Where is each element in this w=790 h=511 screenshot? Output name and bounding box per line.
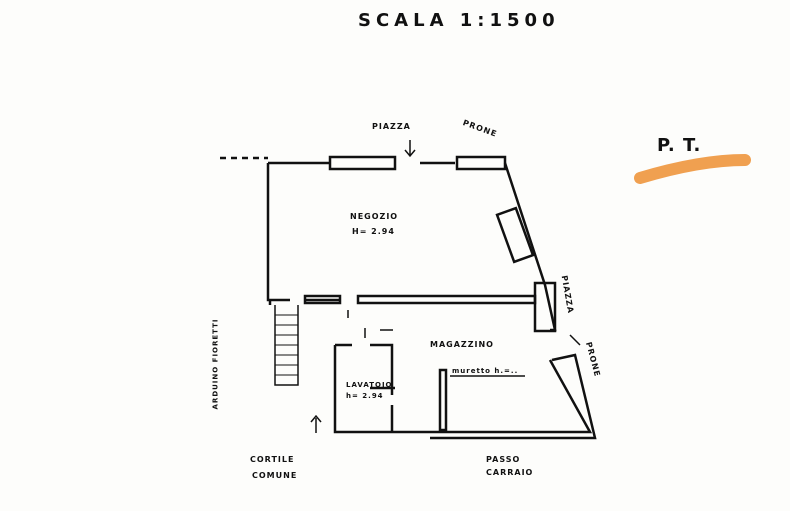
label-side-street: ARDUINO FIORETTI xyxy=(211,318,220,410)
magazzino-walls xyxy=(333,343,593,434)
label-negozio: NEGOZIO xyxy=(350,212,399,221)
label-lavatoio-height: h= 2.94 xyxy=(346,392,384,400)
label-passo: PASSO xyxy=(486,455,521,464)
label-muretto: muretto h.=.. xyxy=(452,367,519,375)
label-magazzino: MAGAZZINO xyxy=(430,340,494,349)
label-carraio: CARRAIO xyxy=(486,468,534,477)
negozio-walls xyxy=(266,161,557,332)
label-negozio-height: H= 2.94 xyxy=(352,227,395,236)
label-comune: COMUNE xyxy=(252,471,298,480)
label-lavatoio: LAVATOIO xyxy=(346,381,393,389)
floor-label: P. T. xyxy=(657,135,702,156)
scale-title: SCALA 1:1500 xyxy=(358,10,560,31)
label-cortile: CORTILE xyxy=(250,455,295,464)
highlight-stroke xyxy=(634,154,751,184)
label-piazza-top: PIAZZA xyxy=(372,122,411,131)
